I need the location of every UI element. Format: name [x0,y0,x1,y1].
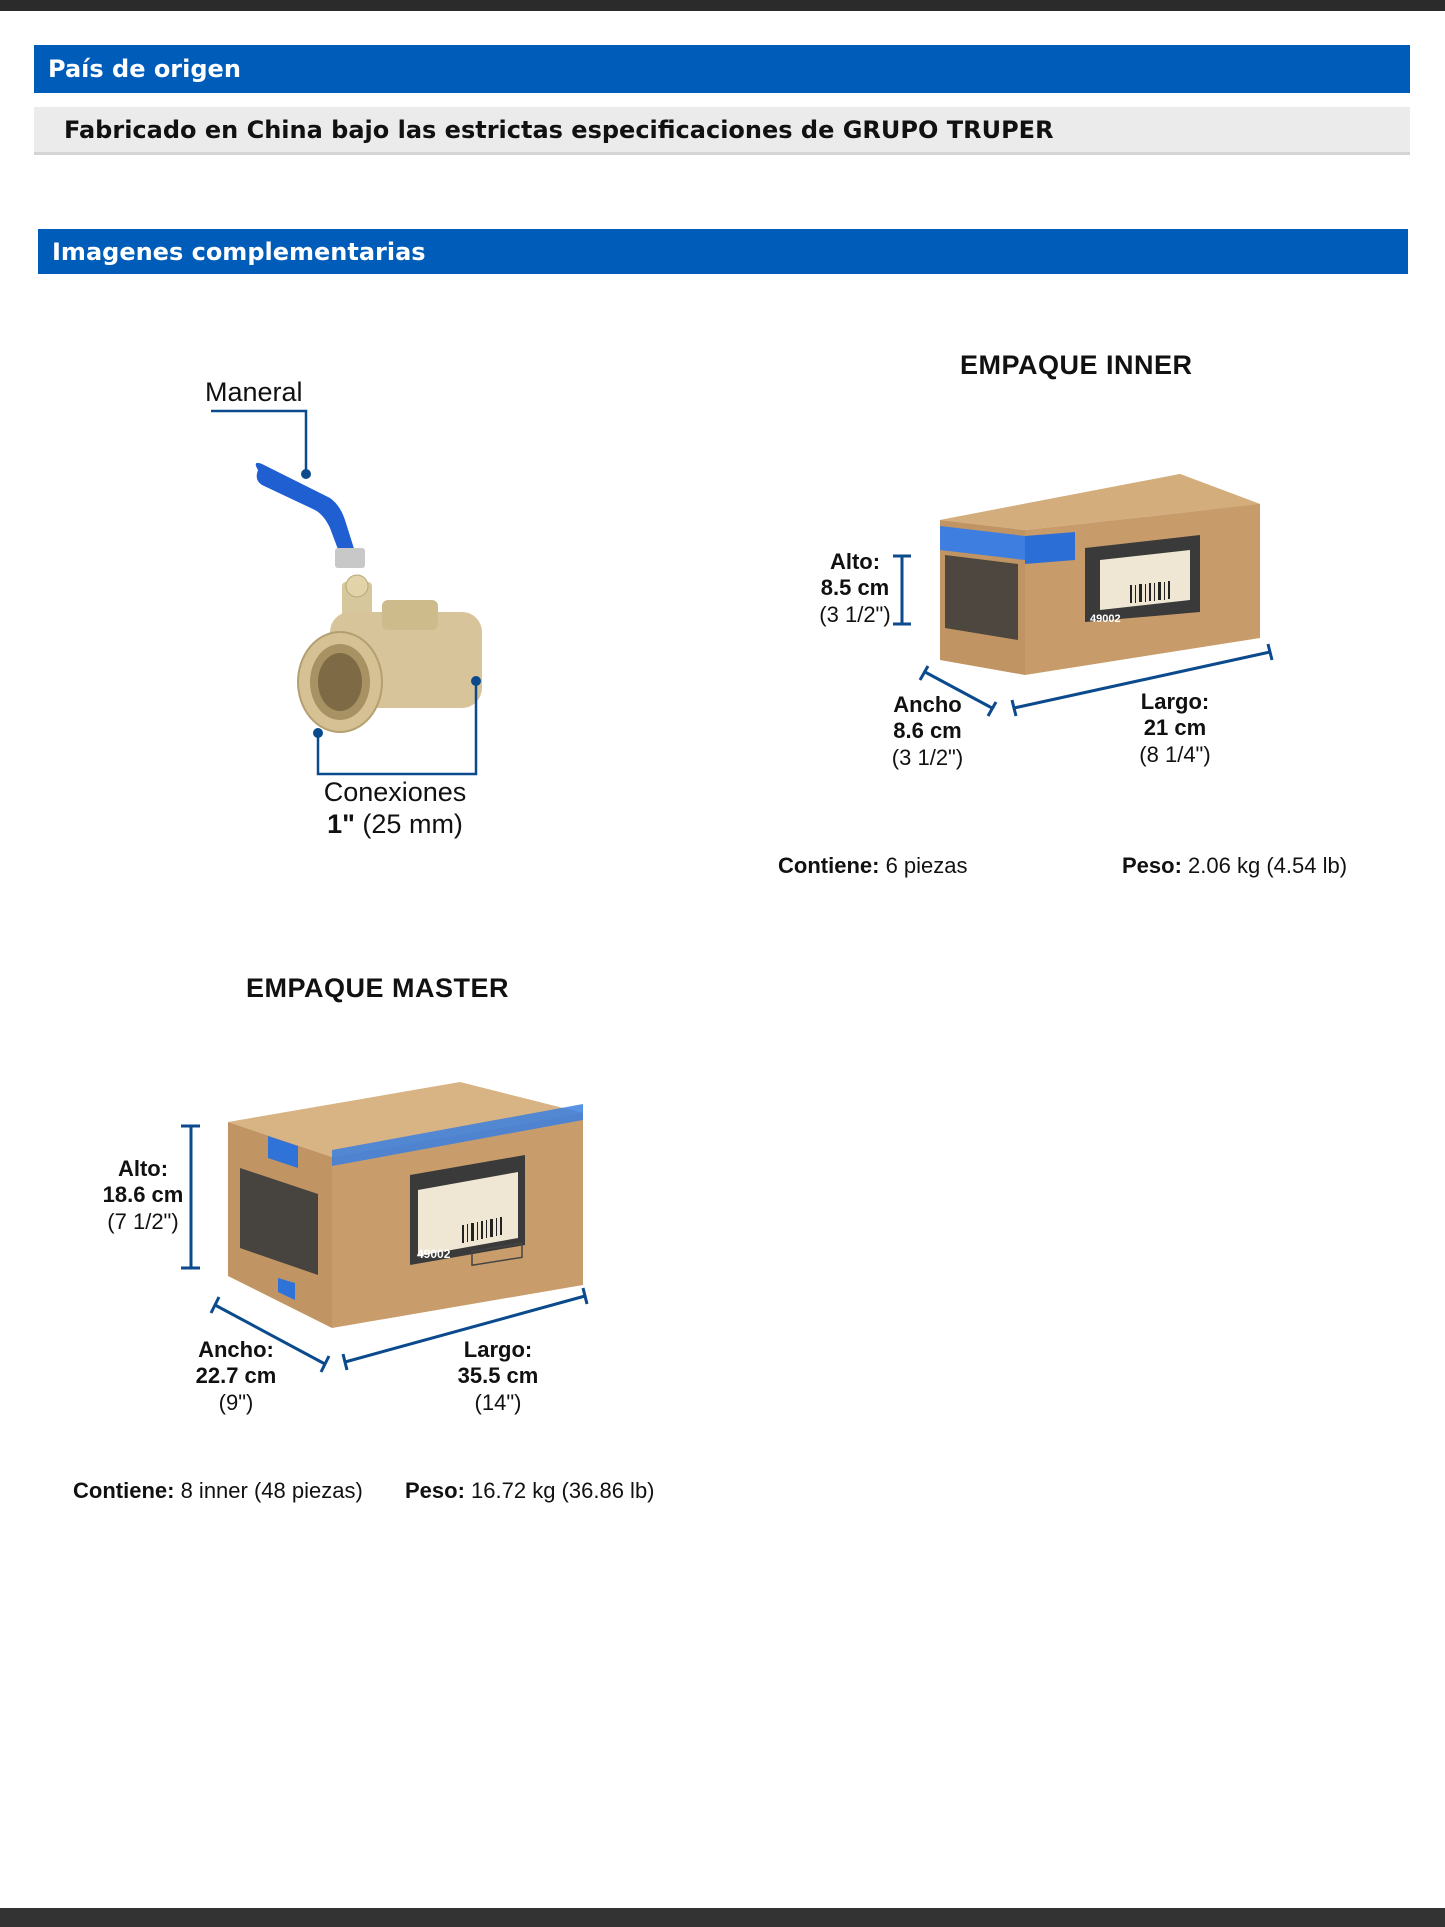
master-ancho-in: (9") [218,1389,254,1415]
inner-alto-title: Alto: [829,549,881,574]
master-package-title: EMPAQUE MASTER [246,973,510,1003]
origin-section-header: País de origen [34,45,1410,93]
inner-ancho-in: (3 1/2") [891,744,964,770]
connections-text: Conexiones [323,777,467,807]
master-weight: Peso: 16.72 kg (36.86 lb) [405,1478,655,1504]
master-weight-label: Peso: [405,1478,465,1503]
inner-alto-cm: 8.5 cm [820,575,890,601]
inner-contains: Contiene: 6 piezas [778,853,968,879]
inner-contains-label: Contiene: [778,853,880,878]
inner-package-title: EMPAQUE INNER [960,350,1193,380]
master-largo-in: (14") [474,1389,522,1415]
inner-alto-in: (3 1/2") [819,601,891,627]
master-ancho-title: Ancho: [198,1337,274,1362]
master-ancho-cm: 22.7 cm [195,1363,277,1389]
images-section-header: Imagenes complementarias [38,229,1408,274]
inner-weight-label: Peso: [1122,853,1182,878]
handle-label: Maneral [205,377,303,407]
top-bar [0,0,1445,11]
master-largo-cm: 35.5 cm [457,1363,539,1389]
connections-label: Conexiones 1" (25 mm) [320,776,470,841]
master-box-code: 49002 [417,1247,451,1261]
inner-largo-label: Largo: 21 cm (8 1/4") [1125,689,1225,768]
inner-largo-in: (8 1/4") [1139,741,1211,767]
master-alto-label: Alto: 18.6 cm (7 1/2") [98,1156,188,1235]
master-weight-value: 16.72 kg (36.86 lb) [471,1478,655,1503]
master-contains: Contiene: 8 inner (48 piezas) [73,1478,363,1504]
master-contains-label: Contiene: [73,1478,175,1503]
master-contains-value: 8 inner (48 piezas) [180,1478,363,1503]
inner-contains-value: 6 piezas [885,853,968,878]
master-alto-in: (7 1/2") [107,1208,179,1234]
master-alto-title: Alto: [117,1156,169,1181]
master-alto-cm: 18.6 cm [102,1182,184,1208]
inner-largo-title: Largo: [1140,689,1210,714]
connections-size: 1" (25 mm) [320,808,470,840]
connections-mm: (25 mm) [362,809,463,840]
inner-ancho-title: Ancho [893,692,962,717]
master-largo-title: Largo: [463,1337,533,1362]
images-header-text: Imagenes complementarias [52,237,426,266]
origin-text: Fabricado en China bajo las estrictas es… [64,115,1054,144]
bottom-bar [0,1908,1445,1927]
connections-inch: 1" [327,809,355,840]
inner-weight: Peso: 2.06 kg (4.54 lb) [1122,853,1347,879]
master-largo-label: Largo: 35.5 cm (14") [448,1337,548,1416]
inner-ancho-cm: 8.6 cm [893,718,962,744]
inner-alto-label: Alto: 8.5 cm (3 1/2") [815,549,895,628]
inner-ancho-label: Ancho 8.6 cm (3 1/2") [880,692,975,771]
inner-weight-value: 2.06 kg (4.54 lb) [1188,853,1348,878]
origin-text-box: Fabricado en China bajo las estrictas es… [34,107,1410,155]
inner-largo-cm: 21 cm [1143,715,1207,741]
origin-header-text: País de origen [48,55,241,83]
inner-box-code: 49002 [1090,613,1121,625]
master-ancho-label: Ancho: 22.7 cm (9") [186,1337,286,1416]
